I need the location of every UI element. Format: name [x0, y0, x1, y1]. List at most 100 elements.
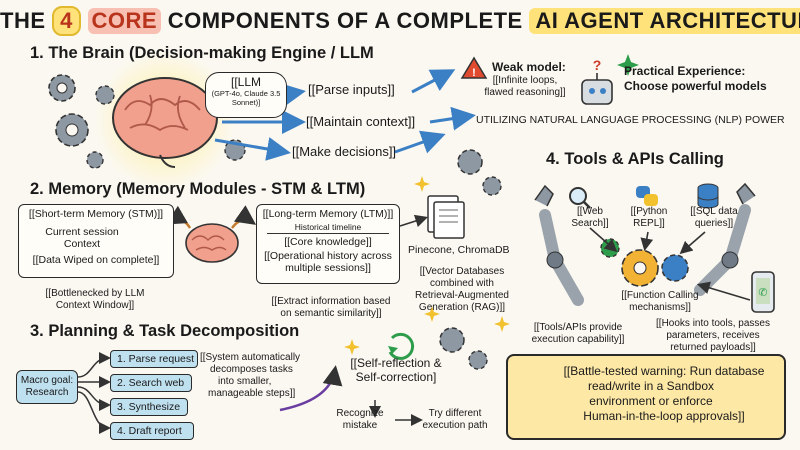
extract-2: on semantic similarity]]: [280, 308, 382, 319]
try-2: execution path: [422, 420, 488, 431]
sparkle-icon: [424, 306, 440, 322]
stm-title: [[Short-term Memory (STM)]]: [28, 208, 164, 220]
auto-2: decomposes tasks: [210, 364, 293, 375]
stm-context-1: Current session: [45, 226, 119, 238]
sparkle-icon: [617, 54, 639, 76]
sql-2: queries]]: [694, 218, 734, 229]
try-1: Try different: [428, 408, 482, 419]
py-2: REPL]]: [633, 218, 665, 229]
bottleneck-1: [[Bottlenecked by LLM: [45, 288, 145, 299]
arrow-ltm-vdb: [399, 214, 429, 228]
gear-icon: [457, 149, 483, 175]
web-1: [[Web: [577, 206, 603, 217]
tools-heading: 4. Tools & APIs Calling: [546, 150, 724, 168]
hooks-1: [[Hooks into tools, passes: [656, 318, 770, 329]
gear-icon: [439, 327, 465, 353]
tools-provide: [[Tools/APIs provide execution capabilit…: [522, 322, 634, 346]
title-core: CORE: [87, 8, 162, 34]
step-draft: 4. Draft report: [110, 422, 194, 440]
gear-icon: [482, 176, 502, 196]
svg-text:!: !: [472, 67, 476, 79]
macro-goal-2: Research: [25, 387, 69, 398]
extract-note: [[Extract information based on semantic …: [256, 296, 406, 320]
self-reflection: [[Self-reflection & Self-correction]: [340, 356, 452, 384]
macro-goal-1: Macro goal:: [20, 375, 74, 386]
planning-heading: 3. Planning & Task Decomposition: [30, 322, 300, 340]
auto-1: [[System automatically: [200, 352, 301, 363]
phone-icon: ✆: [751, 271, 775, 313]
warning-line-1: [[Battle-tested warning: Run database: [563, 364, 765, 378]
practical-experience: Practical Experience: Choose powerful mo…: [624, 64, 767, 94]
title-text: THE: [0, 8, 46, 33]
sparkle-icon: [344, 339, 360, 355]
extract-1: [[Extract information based: [271, 296, 391, 307]
gear-icon: [86, 151, 104, 169]
svg-text:✆: ✆: [758, 286, 767, 299]
stm-box: [[Short-term Memory (STM)]] Current sess…: [18, 204, 174, 278]
auto-4: manageable steps]]: [208, 388, 296, 399]
search-icon: [569, 187, 591, 209]
robot-arm-icon: [694, 182, 756, 296]
brain-heading: 1. The Brain (Decision-making Engine / L…: [30, 44, 374, 62]
arrow-weak: [411, 69, 456, 94]
weak-model-detail: [[Infinite loops, flawed reasoning]]: [470, 75, 580, 99]
py-1: [[Python: [630, 206, 668, 217]
step-synthesize: 3. Synthesize: [110, 398, 188, 416]
warning-line-3: environment or enforce: [589, 394, 713, 408]
title-highlight: AI AGENT ARCHITECTURE: [529, 8, 800, 34]
bottleneck-note: [[Bottlenecked by LLM Context Window]]: [20, 288, 170, 312]
vdb-names: Pinecone, ChromaDB: [408, 244, 510, 256]
stm-context-2: Context: [63, 238, 101, 250]
sparkle-icon: [414, 176, 430, 192]
gear-icon: [55, 113, 89, 147]
weak-model-title: Weak model:: [492, 60, 566, 74]
step-search: 2. Search web: [110, 374, 192, 392]
sql-1: [[SQL data: [690, 206, 738, 217]
python-icon: [636, 186, 658, 206]
bottleneck-2: Context Window]]: [55, 300, 135, 311]
action-parse: [[Parse inputs]]: [308, 82, 395, 97]
web-2: Search]]: [571, 218, 609, 229]
recognize-mistake: Recognize mistake: [330, 408, 390, 432]
auto-decompose-note: [[System automatically decomposes tasks …: [200, 352, 312, 400]
step-parse: 1. Parse request: [110, 350, 198, 368]
fc-2: mechanisms]]: [629, 302, 691, 313]
provide-1: [[Tools/APIs provide: [533, 322, 623, 333]
tool-sql: [[SQL data queries]]: [682, 206, 746, 230]
arrow-plan-self: [279, 365, 343, 412]
vdb-2: combined with: [430, 278, 494, 289]
arrow-decide: [214, 137, 291, 161]
function-calling: [[Function Calling mechanisms]]: [606, 290, 714, 314]
fc-1: [[Function Calling: [621, 290, 699, 301]
ltm-timeline: Historical timeline: [267, 221, 389, 234]
llm-label: [[LLM: [230, 75, 261, 89]
ltm-title: [[Long-term Memory (LTM)]]: [262, 208, 394, 220]
hooks-3: returned payloads]]: [670, 342, 756, 353]
nlp-banner: UTILIZING NATURAL LANGUAGE PROCESSING (N…: [476, 114, 785, 126]
warning-text: [[Battle-tested warning: Run database re…: [546, 364, 782, 424]
llm-bubble: [[LLM (GPT-4o, Claude 3.5 Sonnet)]: [205, 72, 287, 118]
database-icon: [697, 183, 719, 209]
svg-text:?: ?: [593, 57, 602, 73]
hooks-note: [[Hooks into tools, passes parameters, r…: [648, 318, 778, 354]
stm-wipe: [[Data Wiped on complete]]: [32, 254, 160, 266]
memory-heading: 2. Memory (Memory Modules - STM & LTM): [30, 180, 366, 198]
gear-icon: [95, 85, 115, 105]
brain-icon: [112, 77, 218, 168]
weak-model-detail-1: [[Infinite loops,: [492, 75, 558, 86]
gear-icon: [48, 74, 76, 102]
gear-icon: [621, 249, 659, 287]
brain-icon: [185, 223, 239, 263]
llm-models: (GPT-4o, Claude 3.5 Sonnet)]: [211, 89, 281, 107]
vdb-3: Retrieval-Augmented: [415, 290, 509, 301]
vdb-1: [[Vector Databases: [419, 266, 505, 277]
ltm-core-knowledge: [[Core knowledge]]: [284, 236, 372, 248]
tool-python: [[Python REPL]]: [624, 206, 674, 230]
gear-icon: [468, 350, 488, 370]
sparkle-icon: [494, 316, 510, 332]
warning-line-2: read/write in a Sandbox: [587, 379, 715, 393]
auto-3: into smaller,: [218, 376, 272, 387]
recognize-1: Recognize: [336, 408, 384, 419]
robot-icon: ?: [581, 57, 613, 105]
vdb-4: Generation (RAG)]]: [418, 302, 506, 313]
